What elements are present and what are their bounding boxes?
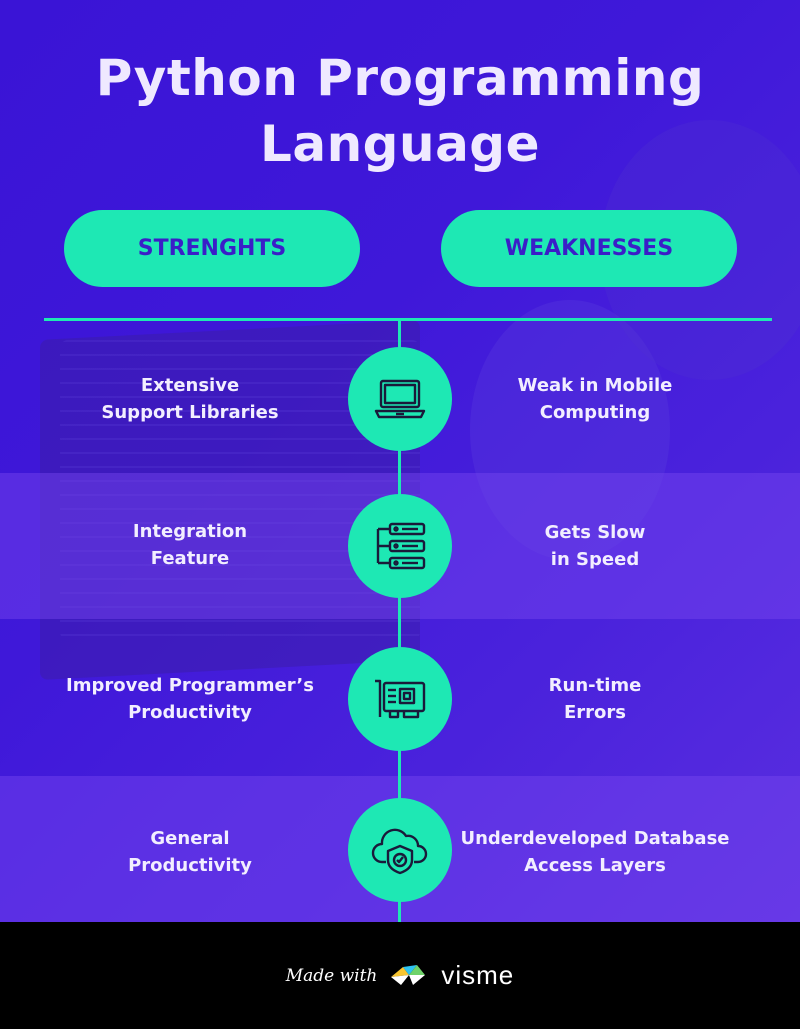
horizontal-divider bbox=[44, 318, 772, 321]
strengths-header-label: STRENGHTS bbox=[137, 236, 287, 261]
strengths-header: STRENGHTS bbox=[64, 210, 360, 287]
page-title: Python Programming Language bbox=[95, 49, 705, 173]
row-icon-circle bbox=[348, 347, 452, 451]
visme-logo-icon bbox=[391, 964, 426, 985]
background-shape bbox=[470, 300, 670, 560]
cloud-shield-icon bbox=[371, 828, 428, 875]
weakness-item: Underdeveloped Database Access Layers bbox=[460, 828, 730, 876]
row-icon-circle bbox=[348, 798, 452, 902]
weakness-item: Weak in Mobile Computing bbox=[517, 375, 673, 423]
timeline-line bbox=[398, 318, 401, 922]
strength-item: Improved Programmer’s Productivity bbox=[66, 675, 314, 723]
weaknesses-header: WEAKNESSES bbox=[441, 210, 737, 287]
made-with-label: Made with bbox=[285, 965, 378, 986]
row-icon-circle bbox=[348, 494, 452, 598]
infographic-canvas: Python Programming Language STRENGHTS WE… bbox=[0, 0, 800, 922]
weakness-item: Gets Slow in Speed bbox=[544, 522, 646, 570]
circuit-board-icon bbox=[375, 679, 426, 719]
row-icon-circle bbox=[348, 647, 452, 751]
strength-item: General Productivity bbox=[128, 828, 252, 876]
weaknesses-header-label: WEAKNESSES bbox=[504, 236, 674, 261]
brand-name: visme bbox=[441, 960, 515, 990]
footer: Made with visme bbox=[0, 922, 800, 1029]
weakness-item: Run-time Errors bbox=[548, 675, 642, 723]
laptop-icon bbox=[374, 379, 426, 419]
strength-item: Integration Feature bbox=[132, 521, 248, 569]
strength-item: Extensive Support Libraries bbox=[101, 375, 279, 423]
server-icon bbox=[376, 522, 426, 570]
